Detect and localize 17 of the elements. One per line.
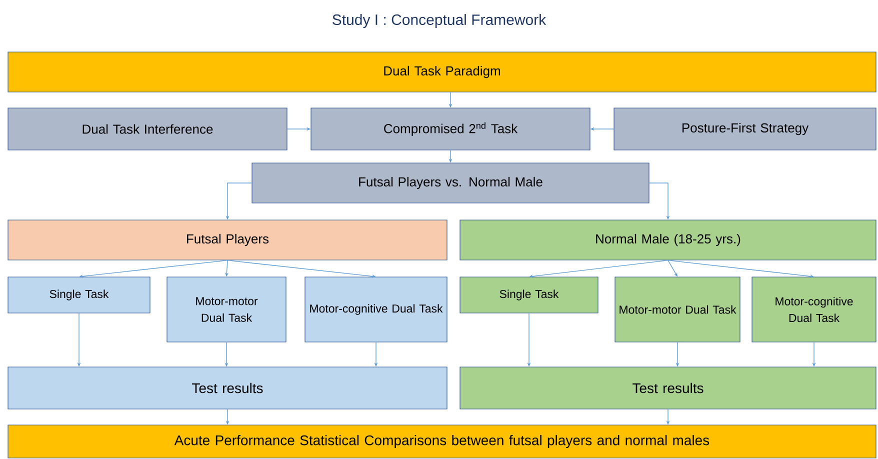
task-box: Motor-cognitive Dual Task	[304, 276, 448, 342]
group-box: Futsal Players vs. Normal Male	[252, 162, 650, 204]
task-box: Motor-cognitive Dual Task	[752, 276, 876, 342]
concept-box: Compromised 2$^{nd}$ Task	[310, 108, 590, 150]
group-box: Normal Male (18-25 yrs.)	[460, 220, 876, 260]
task-box: Single Task	[8, 276, 150, 314]
paradigm-box: Dual Task Paradigm	[8, 52, 876, 92]
task-box: Single Task	[460, 276, 598, 314]
conclusion-box: Acute Performance Statistical Comparisons between futsal players and normal males	[8, 424, 876, 458]
task-box: Motor-motor Dual Task	[614, 276, 740, 342]
concept-box: Dual Task Interference	[8, 108, 288, 150]
title: Study I : Conceptual Framework	[332, 14, 546, 28]
task-box: Motor-motor Dual Task	[166, 276, 286, 342]
results-box: Test results	[460, 366, 876, 410]
concept-box: Posture-First Strategy	[614, 108, 876, 150]
group-box: Futsal Players	[8, 220, 448, 260]
results-box: Test results	[8, 366, 448, 410]
